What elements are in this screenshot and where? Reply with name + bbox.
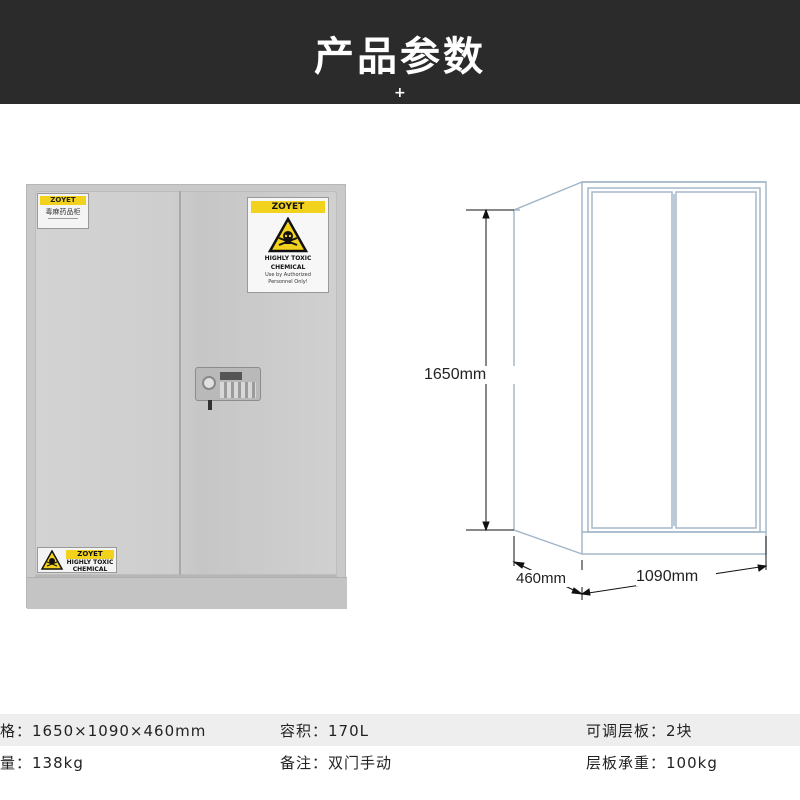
cabinet-photo: ZOYET 毒麻药品柜 ZOYET HIGHLY TOXIC CHEMICAL … — [26, 184, 347, 609]
spec-weight: 量：138kg — [0, 754, 84, 772]
label-bottom: ZOYET HIGHLY TOXIC CHEMICAL — [37, 547, 117, 573]
spec-volume: 容积：170L — [280, 722, 369, 740]
spec-row: 格：1650×1090×460mm 容积：170L 可调层板：2块 — [0, 714, 800, 746]
spec-size: 格：1650×1090×460mm — [0, 722, 207, 740]
spec-shelves: 可调层板：2块 — [586, 722, 693, 740]
label-line-1: HIGHLY TOXIC — [264, 255, 312, 262]
label-top-right: ZOYET HIGHLY TOXIC CHEMICAL Use by Autho… — [247, 197, 329, 293]
label-line-4: Personnel Only! — [268, 279, 308, 285]
lock-screen — [220, 372, 242, 380]
page-header: 产品参数 + — [0, 0, 800, 104]
label-brand: ZOYET — [66, 550, 114, 559]
label-text: 毒麻药品柜 — [45, 208, 81, 216]
digital-lock — [195, 367, 261, 410]
label-line-2: CHEMICAL — [270, 264, 306, 271]
left-door — [591, 191, 673, 529]
depth-label: 460mm — [516, 570, 586, 587]
cabinet-outline-drawing — [466, 181, 768, 600]
label-line-2: CHEMICAL — [72, 566, 108, 573]
label-line-1: HIGHLY TOXIC — [66, 559, 114, 566]
label-divider — [48, 218, 78, 219]
right-door — [675, 191, 757, 529]
page-title: 产品参数 — [314, 34, 486, 80]
door-split — [179, 191, 181, 575]
plus-icon: + — [394, 85, 406, 101]
skull-hazard-icon — [268, 217, 308, 253]
spec-table: 格：1650×1090×460mm 容积：170L 可调层板：2块 量：138k… — [0, 710, 800, 800]
skull-hazard-icon — [41, 550, 63, 570]
label-top-left: ZOYET 毒麻药品柜 — [37, 193, 89, 229]
key-icon — [208, 400, 212, 410]
keypad-icon — [220, 382, 256, 398]
spec-shelf-load: 层板承重：100kg — [586, 754, 718, 772]
lock-knob-icon — [202, 376, 216, 390]
height-label: 1650mm — [424, 366, 516, 384]
label-brand: ZOYET — [40, 196, 86, 205]
cabinet-base — [27, 577, 347, 609]
dimension-diagram: 1650mm 460mm 1090mm — [424, 170, 800, 620]
label-brand: ZOYET — [251, 201, 325, 213]
side-face — [513, 181, 583, 555]
label-line-3: Use by Authorized — [265, 272, 311, 278]
width-label: 1090mm — [636, 568, 716, 586]
spec-note: 备注：双门手动 — [280, 754, 393, 772]
spec-row: 量：138kg 备注：双门手动 层板承重：100kg — [0, 746, 800, 778]
